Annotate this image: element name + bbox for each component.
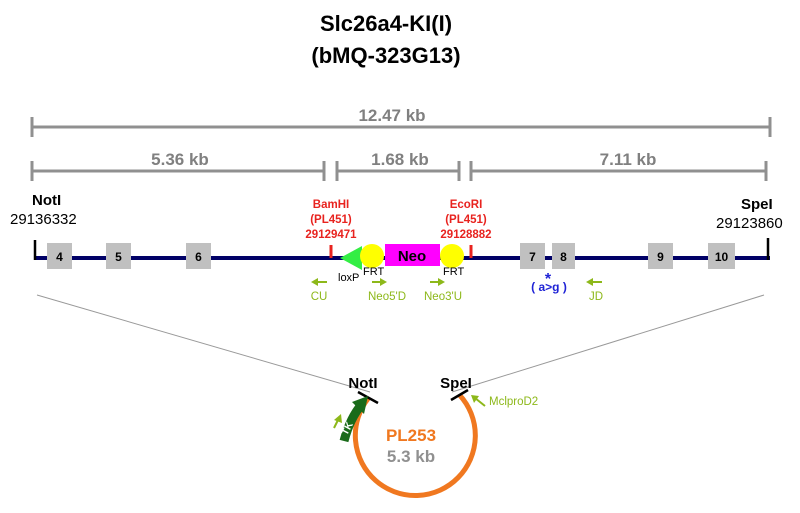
size-middle-label: 1.68 kb [371, 150, 429, 169]
primer-neo3u-label: Neo3'U [424, 291, 462, 303]
exon-9-label: 9 [657, 250, 664, 264]
exon-9: 9 [648, 243, 673, 269]
right-end-coord: 29123860 [716, 215, 783, 232]
measure-right [469, 161, 768, 181]
primer-neo5d-label: Neo5'D [368, 291, 406, 303]
measure-total [30, 117, 772, 137]
exon-7-label: 7 [529, 250, 536, 264]
primer-jd: JD [586, 278, 603, 303]
exon-5-label: 5 [115, 250, 122, 264]
right-end-site: SpeI [741, 196, 773, 213]
plasmid-name: PL253 [386, 426, 436, 445]
mutation-label: ( a>g ) [531, 280, 567, 294]
plasmid-noti-tick [357, 390, 379, 405]
plasmid-ring [352, 393, 478, 498]
ecori-site-coord: 29128882 [440, 229, 491, 241]
plasmid-spei-tick [450, 388, 469, 402]
exon-5: 5 [106, 243, 131, 269]
bamhi-site-coord: 29129471 [305, 229, 357, 241]
size-right-label: 7.11 kb [600, 150, 657, 169]
primer-cu-label: CU [311, 291, 328, 303]
bamhi-site-name: BamHI [313, 199, 349, 211]
plasmid-spei-label: SpeI [440, 375, 472, 392]
primer-neo5d: Neo5'D [368, 278, 406, 303]
exon-7: 7 [520, 243, 545, 269]
neo-label: Neo [398, 248, 426, 265]
left-end-coord: 29136332 [10, 211, 77, 228]
exon-10-label: 10 [715, 250, 729, 264]
measure-left [30, 161, 326, 181]
frt-right-label: FRT [443, 266, 464, 278]
primer-mclprod2: MclproD2 [471, 395, 538, 408]
plasmid-size: 5.3 kb [387, 447, 435, 466]
exon-4-label: 4 [56, 250, 63, 264]
frt-left-label: FRT [363, 266, 384, 278]
mutation-star: * [545, 271, 552, 288]
projection-line-left [36, 294, 371, 393]
exon-6: 6 [186, 243, 211, 269]
projection-line-right [451, 294, 765, 393]
frt-left-oval [360, 244, 384, 268]
primer-mclprod2-label: MclproD2 [489, 396, 538, 408]
primer-left-plasmid-arrow [333, 414, 342, 429]
title-line1: Slc26a4-KI(I) [320, 11, 452, 36]
loxp-triangle [340, 246, 362, 270]
size-total-label: 12.47 kb [358, 106, 425, 125]
primer-jd-label: JD [589, 291, 603, 303]
ecori-site-source: (PL451) [445, 214, 487, 226]
title-line2: (bMQ-323G13) [311, 43, 460, 68]
left-end-site: NotI [32, 192, 61, 209]
neo-box [385, 244, 440, 266]
primer-cu: CU [311, 278, 328, 303]
primer-neo3u: Neo3'U [424, 278, 462, 303]
measure-middle [335, 161, 461, 181]
exon-6-label: 6 [195, 250, 202, 264]
tk-marker: TK [339, 396, 368, 443]
frt-right-oval [440, 244, 464, 268]
exon-8: 8 [552, 243, 575, 269]
exon-10: 10 [708, 243, 735, 269]
exon-4: 4 [47, 243, 72, 269]
ecori-site-name: EcoRI [450, 199, 483, 211]
exon-8-label: 8 [560, 250, 567, 264]
size-left-label: 5.36 kb [151, 150, 209, 169]
bamhi-site-source: (PL451) [310, 214, 352, 226]
loxp-label: loxP [338, 272, 359, 284]
plasmid-noti-label: NotI [348, 375, 377, 392]
